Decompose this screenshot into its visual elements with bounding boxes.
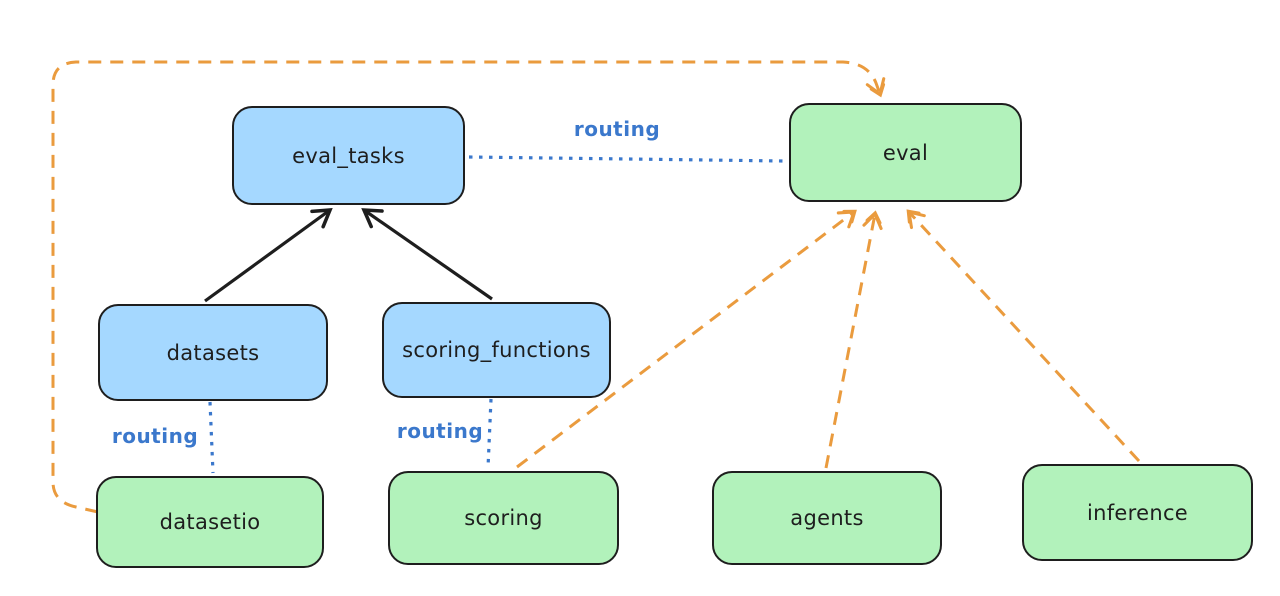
edge-datasets-to-datasetio-routing xyxy=(208,401,215,474)
node-agents-label: agents xyxy=(790,506,864,530)
edge-label-routing-scoring-functions-scoring: routing xyxy=(396,419,484,443)
edge-scoring-functions-to-eval-tasks xyxy=(361,208,493,301)
node-scoring: scoring xyxy=(388,471,619,565)
edge-datasets-to-eval-tasks xyxy=(204,208,333,303)
node-scoring-label: scoring xyxy=(464,506,543,530)
edge-datasetio-to-eval xyxy=(51,60,886,514)
edge-label-routing-eval-tasks-eval: routing xyxy=(573,117,661,141)
node-scoring-functions-label: scoring_functions xyxy=(402,338,591,362)
node-datasetio-label: datasetio xyxy=(159,510,261,534)
node-eval-label: eval xyxy=(882,140,929,165)
edge-label-routing-datasets-datasetio: routing xyxy=(111,424,199,448)
node-inference-label: inference xyxy=(1086,500,1189,525)
node-scoring-functions: scoring_functions xyxy=(382,302,611,398)
edge-eval-tasks-to-eval-routing xyxy=(468,155,786,163)
node-agents: agents xyxy=(712,471,942,565)
node-eval-tasks-label: eval_tasks xyxy=(292,143,405,168)
node-inference: inference xyxy=(1022,464,1253,561)
edge-scoring-to-eval xyxy=(516,209,857,469)
edge-inference-to-eval xyxy=(906,209,1141,463)
node-eval: eval xyxy=(789,103,1022,202)
node-datasets-label: datasets xyxy=(166,340,260,365)
node-datasets: datasets xyxy=(98,304,328,401)
node-datasetio: datasetio xyxy=(96,476,324,568)
node-eval-tasks: eval_tasks xyxy=(232,106,465,205)
edge-scoring-functions-to-scoring-routing xyxy=(486,398,493,469)
edge-agents-to-eval xyxy=(824,210,883,469)
